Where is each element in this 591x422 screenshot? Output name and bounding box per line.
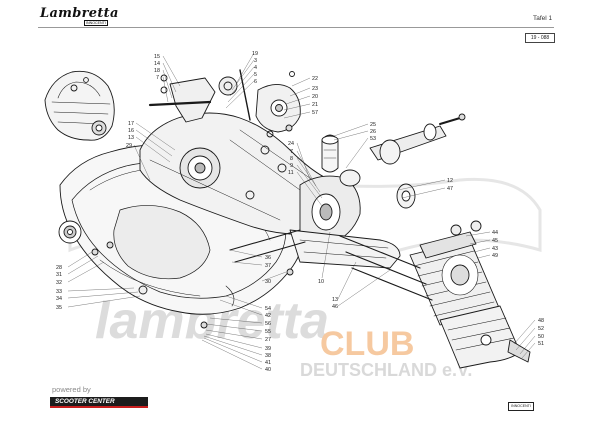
callout: 7: [156, 75, 159, 81]
callout: 31: [56, 272, 62, 278]
callout: 16: [128, 128, 134, 134]
callout: 41: [265, 360, 271, 366]
callout: 36: [265, 255, 271, 261]
kickstart-parts: [148, 69, 251, 123]
callout: 11: [288, 170, 294, 176]
callout: 51: [538, 341, 544, 347]
callout: 13: [128, 135, 134, 141]
callout: 18: [154, 68, 160, 74]
callout: 39: [265, 346, 271, 352]
innocenti-badge: INNOCENTI: [508, 402, 534, 411]
callout: 35: [56, 305, 62, 311]
callout: 53: [370, 136, 376, 142]
callout: 54: [265, 306, 271, 312]
callout: 44: [492, 230, 498, 236]
callout: 23: [312, 86, 318, 92]
page-title: Tafel 1: [533, 15, 553, 22]
callout: 17: [128, 121, 134, 127]
callout: 13: [332, 297, 338, 303]
header-divider: [38, 27, 554, 28]
callout: 32: [56, 280, 62, 286]
callout: 21: [312, 102, 318, 108]
callout: 30: [265, 279, 271, 285]
callout: 42: [265, 313, 271, 319]
callout: 5: [254, 72, 257, 78]
engine-block-upper: [139, 112, 342, 235]
lambretta-logo: Lambretta INNOCENTI: [40, 6, 119, 26]
callout: 20: [312, 94, 318, 100]
rear-damper: [321, 134, 339, 173]
callout: 4: [254, 65, 257, 71]
watermark-line2: CLUB: [320, 325, 414, 363]
callout: 49: [492, 253, 498, 259]
watermark-line3: DEUTSCHLAND e.V.: [300, 360, 472, 380]
callout: 3: [254, 58, 257, 64]
callout: 8: [290, 156, 293, 162]
callout: 43: [492, 246, 498, 252]
flywheel-cover: [44, 70, 115, 141]
callout: 22: [312, 76, 318, 82]
rear-hub-assembly: [289, 175, 401, 269]
callout: 50: [538, 334, 544, 340]
callout: 57: [312, 110, 318, 116]
callout: 24: [288, 141, 294, 147]
callout: 34: [56, 296, 62, 302]
sponsor-stripe: [50, 406, 148, 408]
logo-subtext: INNOCENTI: [84, 20, 108, 26]
leader-lines: [67, 52, 536, 370]
callout: 14: [154, 61, 160, 67]
cylinder-studs: [229, 229, 433, 301]
callout: 10: [318, 279, 324, 285]
mounting-housing: [255, 71, 301, 138]
logo-text: Lambretta: [40, 6, 119, 21]
callout: 56: [265, 321, 271, 327]
cylinder-head: [439, 305, 531, 369]
cylinder-assembly: [409, 231, 501, 326]
callout: 47: [447, 186, 453, 192]
callout: 7: [290, 149, 293, 155]
callout: 46: [332, 304, 338, 310]
callout: 37: [265, 263, 271, 269]
callout: 33: [56, 289, 62, 295]
callout: 45: [492, 238, 498, 244]
callout: 52: [538, 326, 544, 332]
callout: 15: [154, 54, 160, 60]
callout: 26: [370, 129, 376, 135]
sponsor-logo: SCOOTER CENTER: [50, 397, 148, 406]
drive-shaft: [369, 113, 466, 165]
powered-by-text: powered by: [52, 385, 91, 394]
callout: 25: [370, 122, 376, 128]
callout: 12: [447, 178, 453, 184]
callout: 27: [265, 337, 271, 343]
reference-code: 19 - 088: [525, 33, 555, 43]
callout: 38: [265, 353, 271, 359]
callout: 40: [265, 367, 271, 373]
callout: 6: [254, 79, 257, 85]
callout: 55: [265, 329, 271, 335]
fasteners: [91, 124, 294, 329]
callout: 19: [252, 51, 258, 57]
piston-parts: [339, 169, 482, 236]
callout: 28: [56, 265, 62, 271]
callout: 9: [290, 163, 293, 169]
callout: 48: [538, 318, 544, 324]
callout-labels: 15 14 18 7 19 3 4 5 6 22 23 20 21 57 17 …: [56, 51, 544, 373]
callout: 29: [126, 143, 132, 149]
